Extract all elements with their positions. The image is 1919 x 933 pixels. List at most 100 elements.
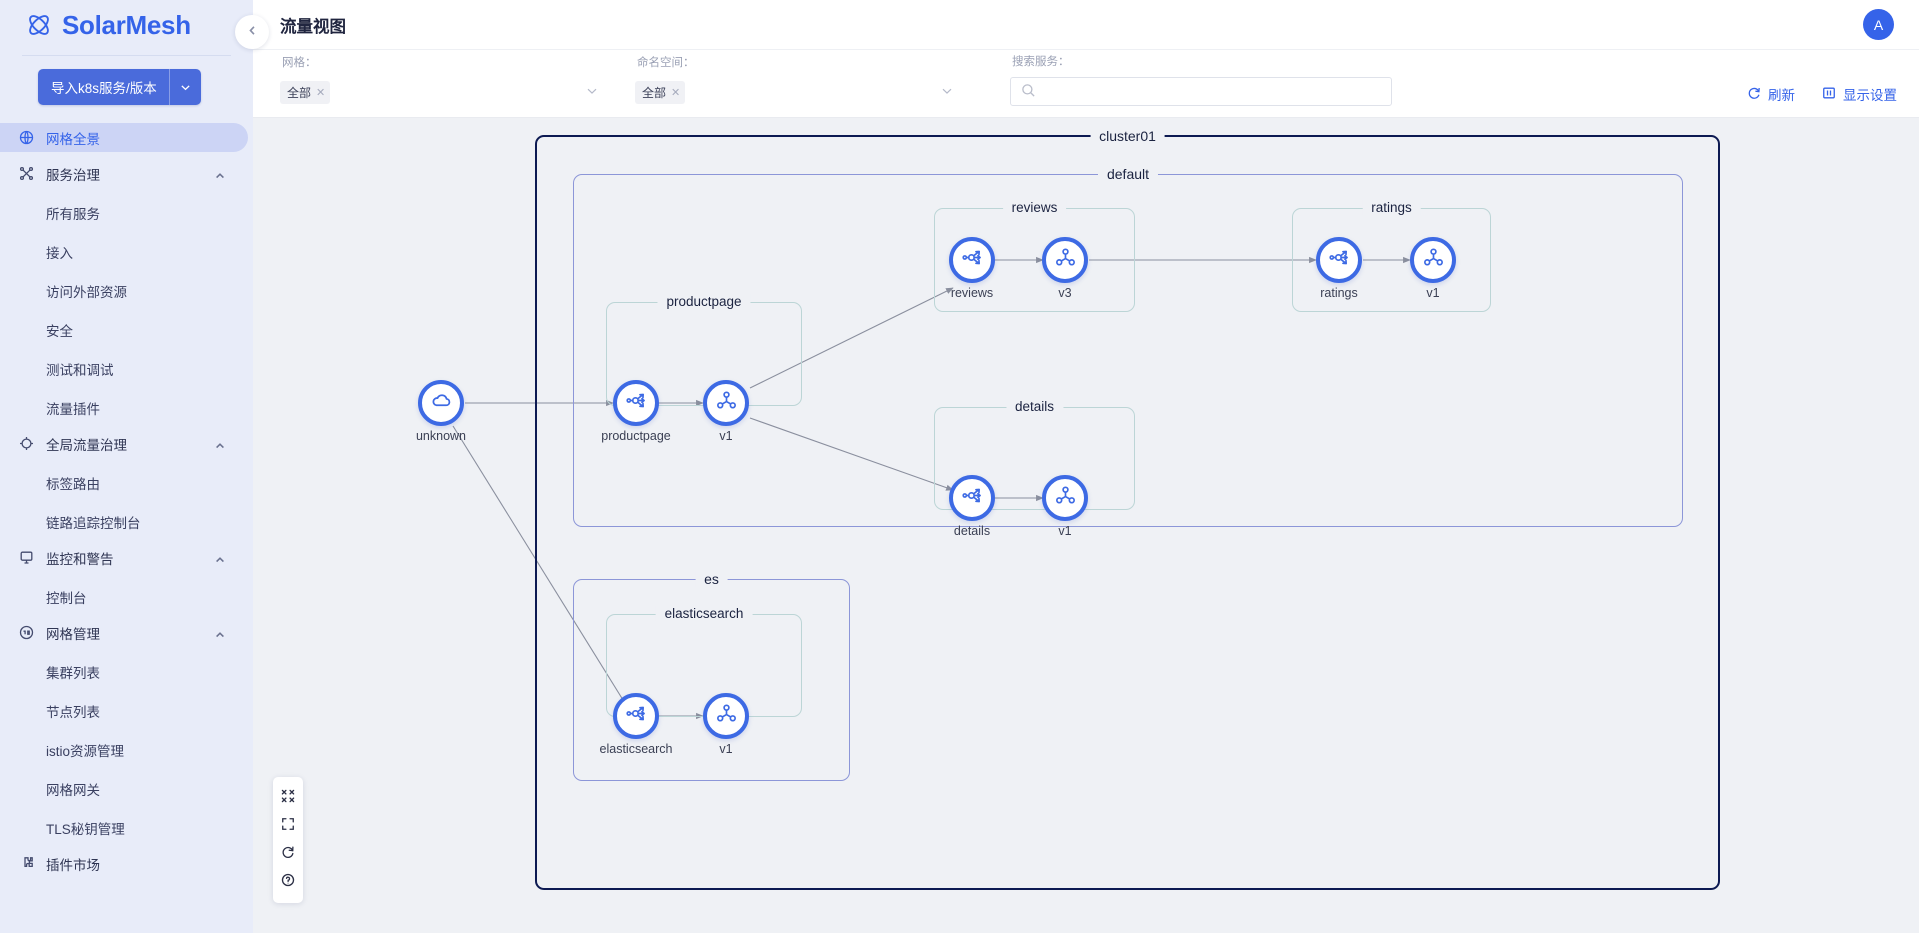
chevron-down-icon[interactable]: [586, 85, 598, 100]
service-search-label: 搜索服务：: [1012, 56, 1070, 68]
sidebar: SolarMesh 导入k8s服务/版本 网格全景服务治理所有服务接入访问外部资…: [0, 0, 253, 933]
brand: SolarMesh: [0, 0, 253, 50]
node-circle[interactable]: [1042, 475, 1088, 521]
sidebar-item-2[interactable]: 所有服务: [0, 198, 253, 227]
service-label: productpage: [657, 294, 751, 309]
sidebar-item-label: 监控和警告: [46, 551, 114, 567]
version-icon: [714, 388, 739, 418]
node-label: v1: [1426, 286, 1440, 300]
node-circle[interactable]: [613, 693, 659, 739]
node-circle[interactable]: [703, 380, 749, 426]
sidebar-item-8[interactable]: 全局流量治理: [0, 429, 253, 458]
mesh-filter-label: 网格：: [282, 57, 317, 69]
collapse-all-tool[interactable]: [273, 784, 303, 812]
reload-tool[interactable]: [273, 840, 303, 868]
chevron-up-icon[interactable]: [215, 169, 225, 179]
sidebar-item-4[interactable]: 访问外部资源: [0, 276, 253, 305]
version-icon: [1053, 483, 1078, 513]
node-circle[interactable]: [703, 693, 749, 739]
node-label: ratings: [1320, 286, 1358, 300]
refresh-label: 刷新: [1768, 88, 1795, 103]
sidebar-item-18[interactable]: TLS秘钥管理: [0, 813, 253, 842]
sidebar-item-0[interactable]: 网格全景: [0, 123, 248, 152]
namespace-selected-value: 全部: [642, 85, 667, 100]
namespace-selected-tag[interactable]: 全部 ✕: [635, 80, 686, 104]
sidebar-item-label: 接入: [46, 245, 73, 261]
namespace-select[interactable]: 全部 ✕: [635, 78, 955, 106]
sidebar-item-15[interactable]: 节点列表: [0, 696, 253, 725]
sidebar-item-12[interactable]: 控制台: [0, 582, 253, 611]
filter-bar: 网格： 全部 ✕ 命名空间： 全部 ✕: [253, 50, 1919, 118]
refresh-button[interactable]: 刷新: [1747, 84, 1795, 104]
service-box-ratings[interactable]: ratings: [1292, 200, 1491, 312]
sidebar-item-5[interactable]: 安全: [0, 315, 253, 344]
sidebar-item-14[interactable]: 集群列表: [0, 657, 253, 686]
cluster-label: cluster01: [1090, 128, 1165, 144]
sidebar-item-16[interactable]: istio资源管理: [0, 735, 253, 764]
sidebar-item-10[interactable]: 链路追踪控制台: [0, 507, 253, 536]
namespace-label: default: [1097, 166, 1159, 182]
chevron-up-icon[interactable]: [215, 553, 225, 563]
namespace-box-es[interactable]: es: [573, 571, 850, 781]
node-circle[interactable]: [613, 380, 659, 426]
x-icon[interactable]: ✕: [671, 86, 681, 99]
display-settings-label: 显示设置: [1843, 88, 1897, 103]
chevron-down-icon[interactable]: [941, 85, 953, 100]
import-k8s-label: 导入k8s服务/版本: [51, 81, 157, 96]
mesh-icon: [18, 624, 35, 641]
namespace-box-default[interactable]: default: [573, 166, 1683, 527]
avatar[interactable]: A: [1863, 9, 1894, 40]
sidebar-item-17[interactable]: 网格网关: [0, 774, 253, 803]
version-icon: [1053, 245, 1078, 275]
chevron-up-icon[interactable]: [215, 439, 225, 449]
sidebar-item-9[interactable]: 标签路由: [0, 468, 253, 497]
sidebar-item-7[interactable]: 流量插件: [0, 393, 253, 422]
sidebar-item-3[interactable]: 接入: [0, 237, 253, 266]
service-search[interactable]: 搜索服务：: [1010, 56, 1392, 117]
sidebar-collapse-button[interactable]: [235, 15, 269, 49]
sidebar-item-label: 流量插件: [46, 401, 100, 417]
node-circle[interactable]: [418, 380, 464, 426]
import-button-divider: [168, 69, 170, 105]
version-icon: [714, 701, 739, 731]
display-settings-button[interactable]: 显示设置: [1822, 84, 1897, 104]
sidebar-item-label: 安全: [46, 323, 73, 339]
node-label: elasticsearch: [599, 742, 673, 756]
sidebar-item-13[interactable]: 网格管理: [0, 618, 253, 647]
service-icon: [624, 388, 649, 418]
node-circle[interactable]: [1410, 237, 1456, 283]
node-circle[interactable]: [1316, 237, 1362, 283]
sidebar-item-6[interactable]: 测试和调试: [0, 354, 253, 383]
mesh-select[interactable]: 全部 ✕: [280, 78, 600, 106]
sidebar-item-19[interactable]: 插件市场: [0, 849, 253, 878]
help-tool[interactable]: [273, 868, 303, 896]
sidebar-item-11[interactable]: 监控和警告: [0, 543, 253, 572]
service-box-reviews[interactable]: reviews: [934, 200, 1135, 312]
namespace-filter[interactable]: 命名空间： 全部 ✕: [635, 57, 955, 117]
cluster-box-cluster01[interactable]: cluster01: [535, 128, 1720, 890]
node-label: v1: [1058, 524, 1072, 538]
sidebar-item-label: TLS秘钥管理: [46, 821, 125, 837]
topology-canvas[interactable]: cluster01 default es productpage reviews…: [253, 118, 1919, 933]
node-circle[interactable]: [949, 475, 995, 521]
fit-view-tool[interactable]: [273, 812, 303, 840]
import-k8s-button[interactable]: 导入k8s服务/版本: [38, 69, 201, 105]
sidebar-item-label: 节点列表: [46, 704, 100, 720]
sidebar-item-label: 所有服务: [46, 206, 100, 222]
search-input[interactable]: [1010, 77, 1392, 106]
service-box-details[interactable]: details: [934, 399, 1135, 510]
brand-name: SolarMesh: [62, 9, 191, 40]
service-label: reviews: [1002, 200, 1067, 215]
node-circle[interactable]: [1042, 237, 1088, 283]
node-circle[interactable]: [949, 237, 995, 283]
node-label: v1: [719, 742, 733, 756]
x-icon[interactable]: ✕: [316, 86, 326, 99]
sidebar-item-1[interactable]: 服务治理: [0, 159, 253, 188]
shrink-arrows-icon: [281, 789, 295, 808]
sidebar-item-label: 网格全景: [46, 131, 100, 147]
mesh-filter[interactable]: 网格： 全部 ✕: [280, 57, 600, 117]
chevron-up-icon[interactable]: [215, 628, 225, 638]
sidebar-item-label: 网格管理: [46, 626, 100, 642]
mesh-selected-tag[interactable]: 全部 ✕: [280, 80, 331, 104]
chevron-down-icon[interactable]: [170, 69, 201, 105]
